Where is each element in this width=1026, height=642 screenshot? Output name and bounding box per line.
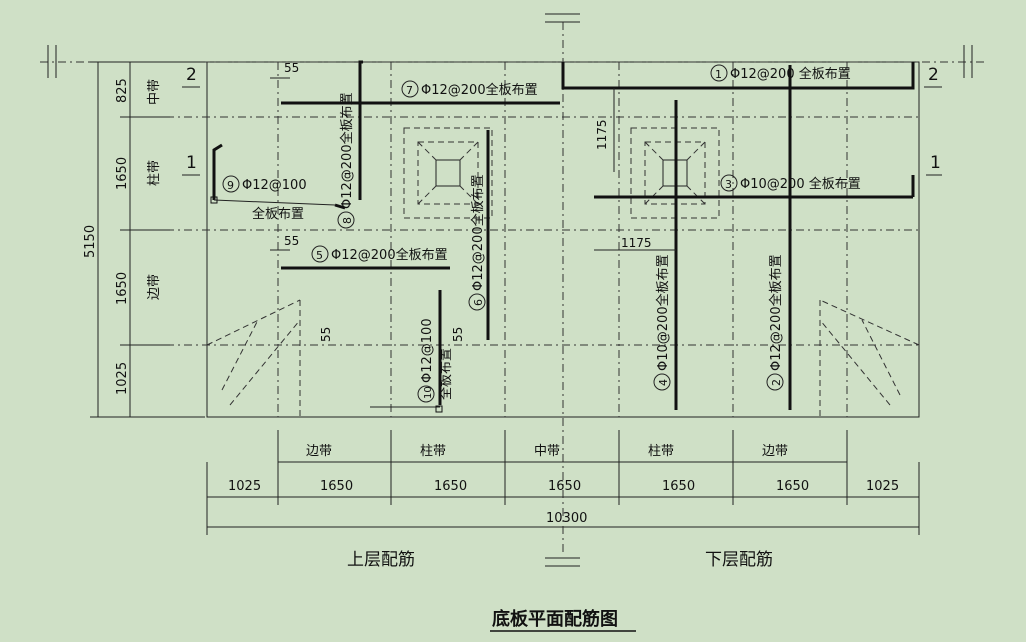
svg-text:1650: 1650: [320, 479, 353, 494]
dim-55-marks: 55 55 55 55: [270, 61, 465, 342]
svg-text:10300: 10300: [546, 511, 587, 526]
svg-text:10: 10: [423, 386, 434, 399]
svg-text:55: 55: [319, 327, 333, 342]
svg-text:中带: 中带: [534, 444, 560, 459]
vertical-strip-lines: [277, 22, 848, 556]
svg-text:Φ12@100: Φ12@100: [242, 178, 307, 193]
section-mark-1-right: 1: [930, 153, 941, 173]
dim-1175-marks: 1175 1175: [594, 88, 676, 251]
rebar-label-3: 3 Φ10@200 全板布置: [720, 174, 861, 192]
bottom-dimension-chain: 边带 柱带 中带 柱带 边带 1025 1650 1650 1650 1650 …: [206, 430, 920, 535]
rebar-label-1: 1 Φ12@200 全板布置: [710, 64, 851, 82]
rebar-label-2: 2 Φ12@200全板布置: [766, 254, 784, 391]
svg-text:Φ12@100: Φ12@100: [420, 318, 435, 383]
svg-text:6: 6: [472, 299, 485, 306]
svg-text:1650: 1650: [776, 479, 809, 494]
rebar-9-anchor: [210, 196, 218, 204]
rebar-1-bar: [561, 62, 915, 90]
svg-text:Φ12@200全板布置: Φ12@200全板布置: [421, 82, 538, 98]
section-mark-2-right: 2: [928, 65, 939, 85]
svg-text:1025: 1025: [866, 479, 899, 494]
svg-text:1650: 1650: [662, 479, 695, 494]
rebar-label-9: 9 Φ12@100 全板布置: [222, 175, 307, 222]
svg-text:Φ12@200全板布置: Φ12@200全板布置: [339, 92, 355, 209]
svg-text:4: 4: [657, 379, 670, 386]
rebar-label-10: 10 Φ12@100: [417, 318, 435, 403]
svg-text:Φ12@200 全板布置: Φ12@200 全板布置: [730, 66, 851, 82]
svg-text:柱带: 柱带: [648, 444, 674, 459]
rebar-label-4: 4 Φ10@200全板布置: [653, 254, 671, 391]
svg-text:825: 825: [115, 78, 130, 103]
svg-text:Φ10@200全板布置: Φ10@200全板布置: [655, 254, 671, 371]
svg-text:Φ12@200全板布置: Φ12@200全板布置: [470, 174, 486, 291]
rebar-label-10-note: 全板布置: [438, 348, 454, 400]
rebar-label-6: 6 Φ12@200全板布置: [468, 174, 486, 311]
svg-text:1650: 1650: [434, 479, 467, 494]
drawing-title: 底板平面配筋图: [492, 608, 618, 630]
svg-text:Φ10@200 全板布置: Φ10@200 全板布置: [740, 176, 861, 192]
svg-text:Φ12@200全板布置: Φ12@200全板布置: [331, 247, 448, 263]
svg-text:柱带: 柱带: [147, 160, 162, 186]
svg-text:3: 3: [725, 178, 732, 191]
column-pad-left: [403, 127, 493, 219]
svg-text:边带: 边带: [306, 444, 332, 459]
svg-text:9: 9: [227, 179, 234, 192]
rebar-9-bar: [212, 143, 223, 200]
left-dimension-chain: 825 1650 1650 1025 5150 中带 柱带 边带: [83, 61, 205, 418]
rebar-10-anchor: [435, 405, 443, 413]
lower-reinforcement-label: 下层配筋: [705, 550, 773, 570]
svg-text:柱带: 柱带: [420, 444, 446, 459]
svg-text:55: 55: [284, 234, 299, 248]
svg-text:55: 55: [451, 327, 465, 342]
rebar-label-7: 7 Φ12@200全板布置: [401, 80, 538, 98]
svg-text:边带: 边带: [147, 274, 162, 300]
section-mark-1-left: 1: [186, 153, 197, 173]
svg-text:1175: 1175: [595, 119, 609, 150]
svg-text:5150: 5150: [83, 225, 98, 258]
upper-reinforcement-label: 上层配筋: [347, 550, 415, 570]
svg-text:1: 1: [715, 68, 722, 81]
rebar-label-8: 8 Φ12@200全板布置: [337, 92, 355, 229]
svg-text:边带: 边带: [762, 444, 788, 459]
svg-text:1175: 1175: [621, 236, 652, 250]
svg-text:中带: 中带: [147, 79, 162, 105]
svg-text:1025: 1025: [115, 362, 130, 395]
svg-text:1650: 1650: [115, 272, 130, 305]
svg-text:全板布置: 全板布置: [438, 348, 454, 400]
section-marks: 2 2 1 1: [47, 13, 973, 567]
svg-text:55: 55: [284, 61, 299, 75]
svg-text:5: 5: [316, 249, 323, 262]
svg-text:1025: 1025: [228, 479, 261, 494]
svg-text:8: 8: [341, 217, 354, 224]
svg-text:7: 7: [406, 84, 413, 97]
svg-text:全板布置: 全板布置: [252, 206, 304, 222]
svg-text:2: 2: [770, 379, 783, 386]
svg-text:1650: 1650: [548, 479, 581, 494]
rebar-lines: [212, 60, 915, 410]
corner-slope-lines: [206, 299, 920, 417]
svg-text:Φ12@200全板布置: Φ12@200全板布置: [768, 254, 784, 371]
rebar-label-5: 5 Φ12@200全板布置: [311, 245, 448, 263]
svg-text:1650: 1650: [115, 157, 130, 190]
section-mark-2-left: 2: [186, 65, 197, 85]
